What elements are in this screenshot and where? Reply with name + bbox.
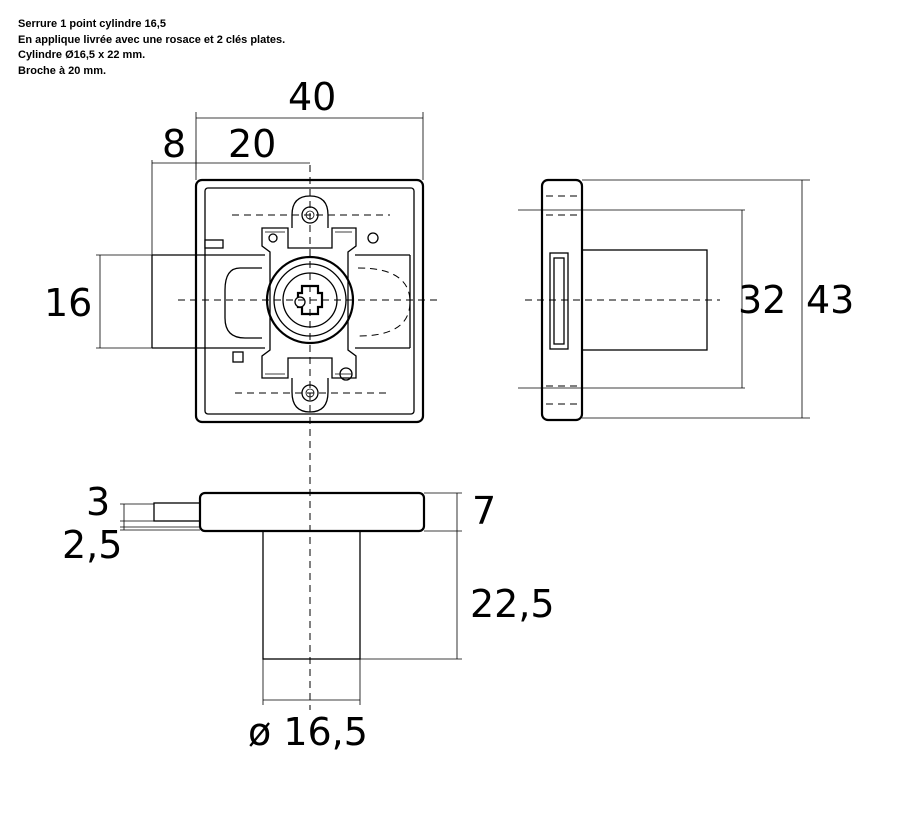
description-line-mounting: En applique livrée avec une rosace et 2 … <box>18 33 286 46</box>
dim-line-pin <box>120 503 200 531</box>
side-hidden-holes <box>546 195 578 405</box>
dim-line-8-20 <box>151 150 310 255</box>
description-line-cylinder: Cylindre Ø16,5 x 22 mm. <box>18 49 146 61</box>
dim-43-label: 43 <box>806 278 854 322</box>
front-dimensions: 40 8 20 16 <box>44 75 424 349</box>
dim-line-32 <box>518 209 745 389</box>
bottom-cylinder <box>262 530 361 660</box>
dim-40-label: 40 <box>288 75 336 119</box>
front-frame-inner <box>204 187 415 415</box>
bolt-band-left <box>152 254 265 349</box>
dim-diameter-label: ø 16,5 <box>248 710 368 754</box>
slot-top-left <box>204 239 224 249</box>
keyway-pin <box>294 296 306 308</box>
dim-3-label: 3 <box>86 480 110 524</box>
dim-32-label: 32 <box>738 278 786 322</box>
dim-line-43 <box>582 179 810 419</box>
description-line-backset: Broche à 20 mm. <box>18 64 107 77</box>
side-slot-inner <box>553 257 565 345</box>
center-plate <box>261 227 357 379</box>
bolt-band-right <box>355 254 411 349</box>
center-plate-details <box>265 231 352 375</box>
dim-7-label: 7 <box>472 489 496 533</box>
bottom-view: 3 2,5 7 22,5 ø 16,5 <box>62 480 555 754</box>
keyway <box>296 284 324 316</box>
screw-hole-bottom-right <box>339 367 353 381</box>
front-view <box>151 165 440 710</box>
dim-line-225 <box>360 531 462 660</box>
front-hole-axes <box>232 214 390 394</box>
dim-16-label: 16 <box>44 281 92 325</box>
description-line-title: Serrure 1 point cylindre 16,5 <box>18 18 166 30</box>
dim-25-label: 2,5 <box>62 523 122 567</box>
bottom-plate <box>198 491 426 533</box>
bolt-left-shape <box>224 267 262 339</box>
slot-bottom-left <box>232 351 244 363</box>
bottom-pin <box>153 502 201 522</box>
side-view: 32 43 <box>518 178 854 422</box>
side-slot <box>549 252 569 350</box>
screw-hole-top-left <box>268 233 278 243</box>
bolt-right-hidden <box>357 267 411 337</box>
dim-225-label: 22,5 <box>470 582 555 626</box>
dim-8-label: 8 <box>162 122 186 166</box>
dim-line-7 <box>424 492 462 532</box>
product-description: Serrure 1 point cylindre 16,5 En appliqu… <box>18 17 285 79</box>
screw-hole-top-right <box>367 232 379 244</box>
dim-line-diameter <box>262 659 361 705</box>
dim-20-label: 20 <box>228 122 276 166</box>
dim-line-16 <box>96 254 152 349</box>
